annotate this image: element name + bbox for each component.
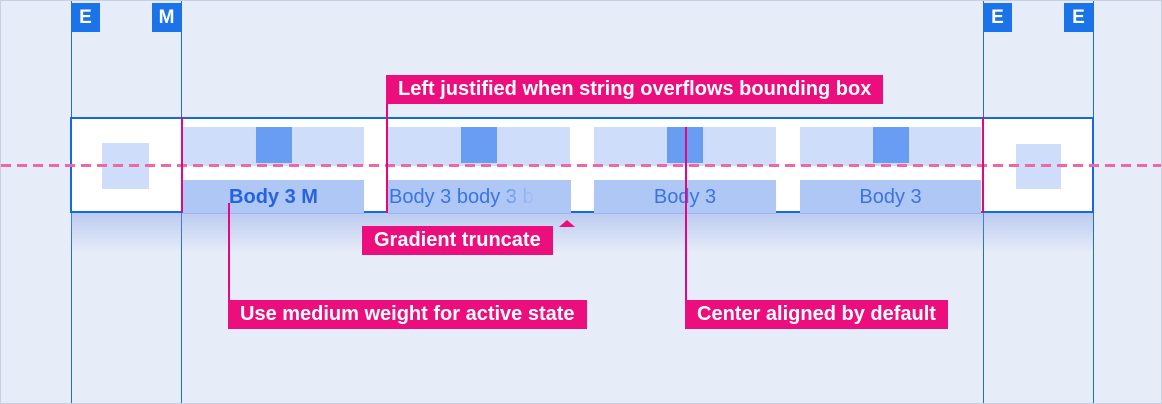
tab-icon-placeholder [461, 127, 497, 163]
tab-label: Body 3 M [183, 180, 364, 214]
tab-icon-placeholder [872, 127, 909, 163]
tab-top-area [183, 127, 364, 166]
margin-badge-m: M [152, 3, 181, 32]
annotation-center-aligned: Center aligned by default [685, 300, 948, 329]
tab-bar-shadow [71, 213, 1093, 253]
tab-label-solid: Body 3 body [389, 186, 501, 208]
margin-guide-segment [181, 117, 183, 213]
tab-item[interactable]: Body 3 [800, 127, 981, 214]
tab-top-area [388, 127, 570, 166]
annotation-left-justified: Left justified when string overflows bou… [386, 75, 884, 104]
tab-label: Body 3 body 3 b [388, 180, 571, 214]
baseline-dashed-line [1, 164, 1161, 167]
connector-left-justified [386, 104, 388, 213]
annotation-gradient-truncate: Gradient truncate [362, 220, 575, 255]
annotation-gradient-truncate-text: Gradient truncate [374, 229, 541, 251]
caret-up-icon [559, 220, 575, 227]
annotation-medium-weight: Use medium weight for active state [228, 300, 587, 329]
tab-label-faded: 3 b [500, 186, 534, 208]
tab-item-active[interactable]: Body 3 M [183, 127, 364, 214]
margin-badge-e: E [1064, 3, 1093, 32]
tab-top-area [800, 127, 981, 166]
tab-label: Body 3 [800, 180, 981, 214]
connector-center-aligned [685, 127, 687, 300]
connector-medium-weight [228, 203, 230, 300]
margin-badge-e: E [983, 3, 1012, 32]
tab-bar: Body 3 M Body 3 body 3 b Body 3 Body 3 [70, 117, 1094, 214]
tab-item-truncated[interactable]: Body 3 body 3 b [388, 127, 571, 214]
margin-guide-segment [982, 117, 984, 213]
margin-badge-e: E [71, 3, 100, 32]
tab-icon-placeholder [255, 127, 292, 163]
